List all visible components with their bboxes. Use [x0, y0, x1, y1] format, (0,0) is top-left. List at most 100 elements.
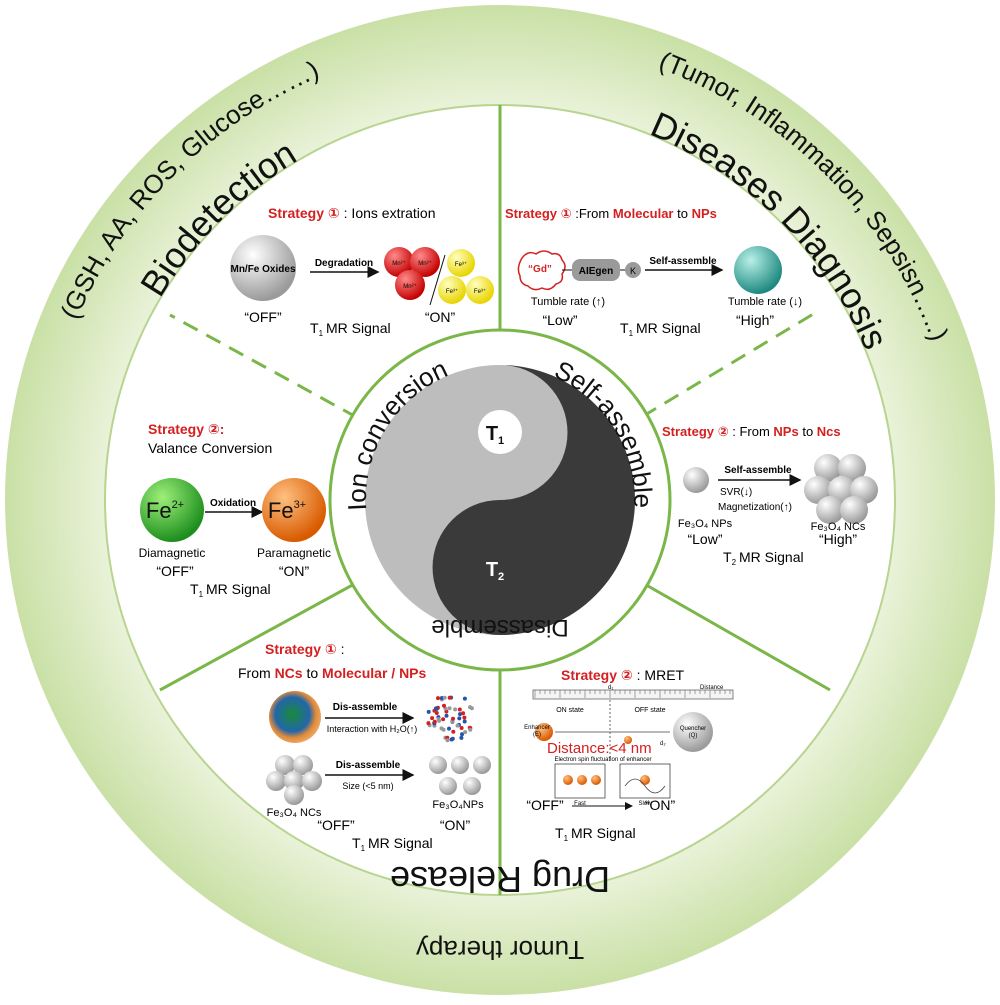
strategy-ncs-to-molecular: Strategy ① : From NCs to Molecular / NPs… — [238, 641, 491, 853]
svg-text:T2: T2 — [486, 559, 504, 583]
core-shell-particle — [269, 691, 321, 743]
svg-text:T1: T1 — [486, 423, 504, 447]
molecule-dot — [447, 706, 452, 711]
svg-text:Fe₃O₄ NCs: Fe₃O₄ NCs — [811, 521, 866, 533]
molecule-dot — [459, 735, 464, 740]
t1-circle — [478, 410, 522, 454]
fe3-ion — [262, 478, 326, 542]
svg-text:SVR(↓): SVR(↓) — [720, 487, 752, 498]
molecule-dot — [442, 703, 446, 708]
quencher-ball — [673, 712, 713, 752]
strategy-ions-extraction: Strategy ① : Ions extration Mn/Fe Oxides… — [230, 205, 494, 338]
molecule-dot — [442, 695, 447, 700]
teal-nanoparticle — [734, 246, 782, 294]
svg-text:“OFF”: “OFF” — [317, 817, 355, 833]
svg-text:Mn²⁺: Mn²⁺ — [418, 260, 432, 267]
molecule-dot — [457, 707, 462, 712]
molecule-dot — [447, 726, 451, 731]
svg-text:Strategy ① : Ions extration: Strategy ① : Ions extration — [268, 205, 435, 221]
svg-text:Strategy ② : MRET: Strategy ② : MRET — [561, 667, 685, 683]
molecule-dot — [462, 696, 467, 701]
svg-text:“Low”: “Low” — [542, 312, 577, 328]
molecule-dot — [451, 716, 455, 721]
svg-text:“High”: “High” — [819, 531, 857, 547]
svg-text:OFF state: OFF state — [634, 707, 665, 714]
svg-text:“OFF”: “OFF” — [156, 563, 194, 579]
molecule-dot — [450, 736, 455, 741]
svg-text:K: K — [630, 266, 636, 276]
svg-text:“Low”: “Low” — [687, 531, 722, 547]
svg-text:Tumble rate (↓): Tumble rate (↓) — [728, 296, 802, 308]
svg-text:Diamagnetic: Diamagnetic — [139, 546, 206, 560]
molecule-dot — [458, 712, 462, 717]
svg-text:“Gd”: “Gd” — [528, 264, 552, 275]
molecule-dot — [436, 717, 441, 722]
svg-text:Fe³⁺: Fe³⁺ — [446, 288, 458, 295]
molecule-dot — [445, 738, 450, 743]
svg-text:(E): (E) — [533, 732, 541, 738]
aiegen-box — [572, 259, 620, 281]
svg-text:Fe₃O₄ NCs: Fe₃O₄ NCs — [267, 807, 322, 819]
svg-text:Paramagnetic: Paramagnetic — [257, 546, 331, 560]
svg-text:Interaction with H₂O(↑): Interaction with H₂O(↑) — [327, 724, 418, 734]
molecule-dot — [426, 721, 431, 726]
strategy-mret: Strategy ② : MRET d₁ Distance ON state O… — [524, 667, 734, 843]
svg-text:“OFF”: “OFF” — [526, 797, 564, 813]
svg-text:“ON”: “ON” — [279, 563, 310, 579]
molecule-dot — [447, 695, 452, 700]
svg-text:Electron spin fluctuation of e: Electron spin fluctuation of enhancer — [554, 757, 651, 763]
strategy-molecular-to-nps: Strategy ① :From Molecular to NPs “Gd” A… — [505, 206, 802, 338]
drug-release-label: Drug Release — [390, 859, 610, 900]
molecule-dot — [457, 716, 462, 721]
svg-text:d₂: d₂ — [660, 741, 666, 747]
svg-text:Quencher: Quencher — [680, 726, 706, 732]
tumor-therapy-label: Tumor therapy — [416, 935, 584, 965]
disassemble-label: Disassemble — [431, 614, 568, 641]
molecule-dot — [459, 726, 464, 730]
svg-text:ON state: ON state — [556, 707, 584, 714]
molecule-dot — [455, 723, 460, 728]
molecule-dot — [453, 707, 458, 712]
single-np — [683, 467, 709, 493]
molecule-dot — [426, 709, 431, 714]
svg-text:“High”: “High” — [736, 312, 774, 328]
svg-text:Strategy ②:: Strategy ②: — [148, 421, 224, 437]
svg-text:“ON”: “ON” — [440, 817, 471, 833]
separated-nps — [429, 756, 491, 795]
np-cluster — [804, 454, 878, 524]
svg-text:Strategy ① :: Strategy ① : — [265, 641, 345, 657]
gd-shape — [517, 250, 566, 291]
svg-text:Distance: Distance — [700, 685, 724, 691]
svg-text:Fe3+: Fe3+ — [268, 498, 306, 523]
svg-text:(Q): (Q) — [689, 733, 698, 739]
molecule-dot — [432, 719, 437, 724]
svg-text:Self-assemble: Self-assemble — [724, 465, 792, 476]
molecule-dot — [434, 711, 439, 715]
svg-text:Strategy ① :From Molecular to: Strategy ① :From Molecular to NPs — [505, 206, 717, 221]
yin-yang: T1 T2 — [328, 328, 672, 672]
svg-text:“ON”: “ON” — [645, 797, 676, 813]
t2-circle — [478, 546, 522, 590]
svg-text:Strategy ② : From NPs to Ncs: Strategy ② : From NPs to Ncs — [662, 424, 841, 439]
svg-text:From NCs to Molecular / NPs: From NCs to Molecular / NPs — [238, 665, 427, 681]
molecule-dot — [451, 729, 456, 734]
svg-text:Self-assemble: Self-assemble — [649, 256, 717, 267]
svg-text:Fast: Fast — [574, 801, 586, 807]
svg-text:Dis-assemble: Dis-assemble — [333, 702, 398, 713]
svg-text:Valance Conversion: Valance Conversion — [148, 440, 272, 456]
molecule-dot — [441, 727, 446, 732]
molecule-dot — [460, 732, 464, 737]
svg-text:Fe₃O₄NPs: Fe₃O₄NPs — [432, 799, 484, 811]
molecule-dot — [463, 730, 468, 735]
molecule-dot — [444, 713, 449, 718]
molecule-dot — [462, 719, 467, 724]
strategy-nps-to-ncs: Strategy ② : From NPs to Ncs Self-assemb… — [662, 424, 878, 567]
svg-text:Degradation: Degradation — [315, 258, 373, 269]
svg-text:Slow: Slow — [638, 801, 652, 807]
